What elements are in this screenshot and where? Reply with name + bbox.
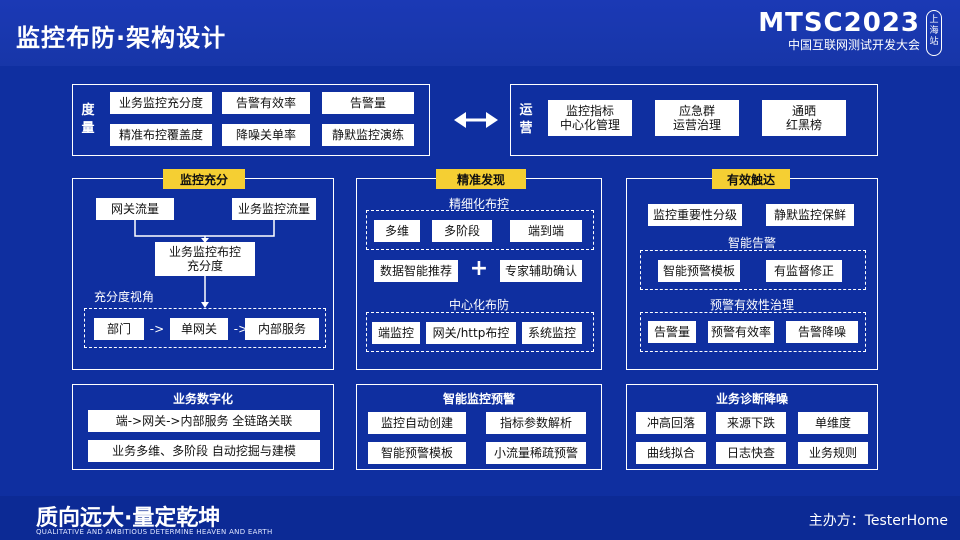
recommend-right-box: 专家辅助确认 (500, 260, 582, 282)
view-dashed-group (84, 308, 326, 348)
metric-item: 精准布控覆盖度 (110, 124, 212, 146)
ops-item: 应急群 运营治理 (655, 100, 739, 136)
brand-main: MTSC2023 (758, 8, 920, 38)
diagnosis-item: 日志快查 (716, 442, 786, 464)
biz-flow-box: 业务监控流量 (232, 198, 316, 220)
page-title: 监控布防·架构设计 (16, 24, 227, 52)
metric-item: 业务监控充分度 (110, 92, 212, 114)
fine-item: 多维 (374, 220, 420, 242)
ops-panel (510, 84, 878, 156)
metric-item: 降噪关单率 (222, 124, 310, 146)
warning-item: 小流量稀疏预警 (486, 442, 586, 464)
coverage-box: 业务监控布控 充分度 (155, 242, 255, 276)
reach-tag: 有效触达 (712, 169, 790, 189)
governance-item: 告警降噪 (786, 321, 858, 343)
warning-panel (356, 384, 602, 470)
central-item: 端监控 (372, 322, 420, 344)
fine-dashed-group (366, 210, 594, 250)
metric-item: 告警量 (322, 92, 414, 114)
fine-item: 端到端 (510, 220, 582, 242)
smart-label: 智能告警 (727, 236, 776, 250)
smart-dashed-group (640, 250, 866, 290)
gateway-flow-box: 网关流量 (96, 198, 174, 220)
diagnosis-title: 业务诊断降噪 (715, 392, 788, 406)
precise-tag: 精准发现 (436, 169, 526, 189)
view-label: 充分度视角 (94, 290, 155, 304)
diagnosis-item: 单维度 (798, 412, 868, 434)
fine-item: 多阶段 (432, 220, 492, 242)
chain-item: 单网关 (170, 318, 228, 340)
governance-item: 告警量 (648, 321, 696, 343)
location-tag: 上海站 (926, 10, 942, 56)
reach-top-item: 静默监控保鲜 (766, 204, 854, 226)
governance-dashed-group (640, 312, 866, 352)
metric-item: 静默监控演练 (322, 124, 414, 146)
brand-sub: 中国互联网测试开发大会 (787, 38, 920, 52)
ops-label: 运营 (519, 103, 533, 136)
chain-item: 部门 (94, 318, 144, 340)
ops-item: 通晒 红黑榜 (762, 100, 846, 136)
smart-item: 有监督修正 (766, 260, 842, 282)
metrics-panel (72, 84, 430, 156)
central-item: 网关/http布控 (426, 322, 516, 344)
metrics-label: 度量 (81, 103, 95, 136)
digital-item: 业务多维、多阶段 自动挖掘与建模 (88, 440, 320, 462)
header-bar (0, 0, 960, 66)
footer-organizer: 主办方：TesterHome (808, 513, 948, 529)
chain-arrow: -> (233, 322, 249, 336)
central-dashed-group (366, 312, 594, 352)
chain-arrow: -> (149, 322, 165, 336)
diagnosis-item: 来源下跌 (716, 412, 786, 434)
diagnosis-item: 曲线拟合 (636, 442, 706, 464)
central-item: 系统监控 (522, 322, 582, 344)
digital-item: 端->网关->内部服务 全链路关联 (88, 410, 320, 432)
metric-item: 告警有效率 (222, 92, 310, 114)
footer-bar (0, 496, 960, 540)
footer-slogan-en: QUALITATIVE AND AMBITIOUS DETERMINE HEAV… (36, 528, 273, 536)
diagnosis-panel (626, 384, 878, 470)
smart-item: 智能预警模板 (658, 260, 740, 282)
chain-item: 内部服务 (245, 318, 319, 340)
diagnosis-item: 业务规则 (798, 442, 868, 464)
conference-brand: MTSC2023 中国互联网测试开发大会 (758, 8, 920, 52)
digital-panel (72, 384, 334, 470)
coverage-tag: 监控充分 (163, 169, 245, 189)
plus-icon: + (469, 256, 489, 281)
warning-item: 监控自动创建 (368, 412, 466, 434)
reach-top-item: 监控重要性分级 (648, 204, 742, 226)
warning-item: 智能预警模板 (368, 442, 466, 464)
governance-label: 预警有效性治理 (709, 298, 794, 312)
governance-item: 预警有效率 (708, 321, 774, 343)
footer-slogan: 质向远大·量定乾坤 (36, 506, 221, 531)
central-label: 中心化布防 (448, 298, 509, 312)
warning-item: 指标参数解析 (486, 412, 586, 434)
fine-label: 精细化布控 (448, 197, 509, 211)
warning-title: 智能监控预警 (442, 392, 515, 406)
recommend-left-box: 数据智能推荐 (374, 260, 458, 282)
digital-title: 业务数字化 (172, 392, 233, 406)
diagnosis-item: 冲高回落 (636, 412, 706, 434)
ops-item: 监控指标 中心化管理 (548, 100, 632, 136)
